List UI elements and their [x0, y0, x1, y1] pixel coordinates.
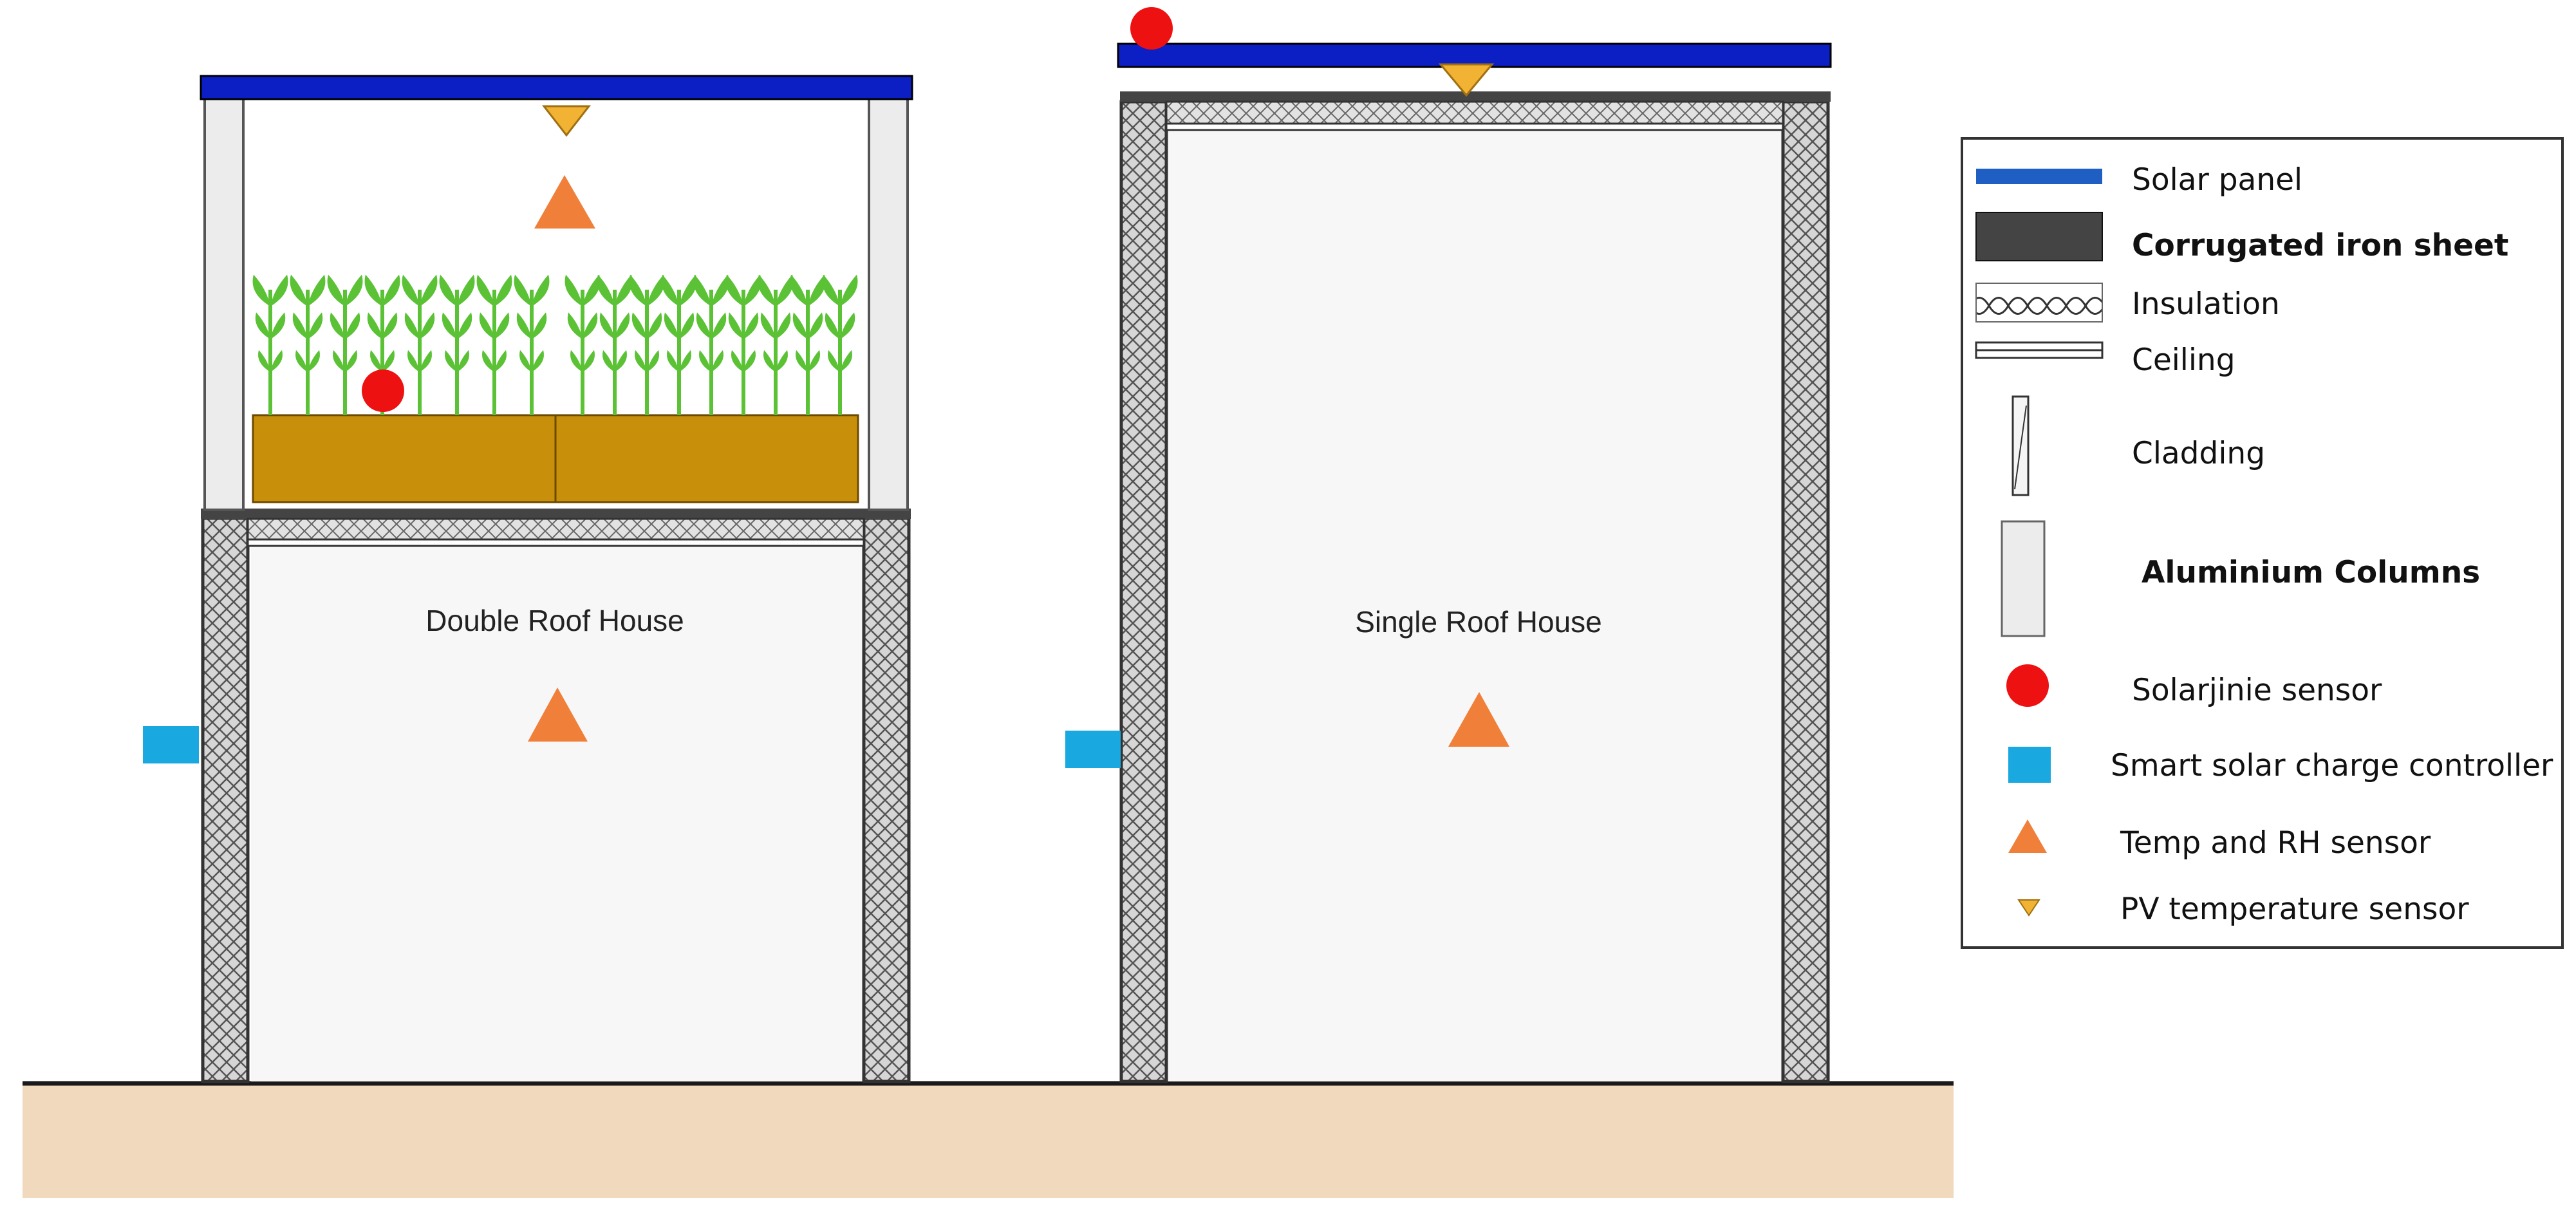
plant [725, 274, 761, 415]
legend-pv-temp-icon [2017, 899, 2040, 917]
plant [252, 274, 288, 415]
double-house-label: Double Roof House [425, 604, 684, 637]
plant [514, 274, 550, 415]
single-pv-temp-sensor [1438, 63, 1495, 97]
legend-label-solar-panel: Solar panel [2132, 162, 2302, 198]
single-room-interior [1168, 132, 1783, 1081]
legend-label-cladding: Cladding [2132, 436, 2265, 471]
double-right-cladding [862, 516, 911, 1083]
planter-left [252, 414, 557, 503]
plant [565, 274, 601, 415]
single-insulation [1165, 100, 1784, 125]
single-temp-rh-sensor [1448, 692, 1509, 747]
single-solar-panel [1117, 42, 1832, 68]
legend-cladding-icon [2011, 395, 2030, 496]
legend-label-insulation: Insulation [2132, 286, 2280, 322]
double-upper-temp-rh-sensor [534, 175, 595, 229]
plant [402, 274, 438, 415]
legend-insulation-icon [1975, 283, 2103, 323]
legend-label-temp-rh: Temp and RH sensor [2120, 825, 2431, 861]
single-solarjinie-sensor [1130, 7, 1173, 50]
plant [693, 274, 729, 415]
double-right-column [868, 95, 909, 511]
plant [290, 274, 326, 415]
legend-iron-sheet-icon [1975, 212, 2103, 261]
plant [327, 274, 363, 415]
plant [629, 274, 665, 415]
double-left-cladding [201, 516, 250, 1083]
legend-controller-icon [2008, 747, 2051, 783]
legend-ceiling-icon [1975, 341, 2104, 359]
double-room-interior [251, 541, 869, 1081]
single-charge-controller [1065, 731, 1121, 768]
plant [364, 274, 400, 415]
double-solarjinie-sensor [362, 369, 404, 412]
legend-label-iron-sheet: Corrugated iron sheet [2132, 228, 2508, 263]
double-left-column [203, 95, 245, 511]
double-ceiling [247, 538, 865, 547]
ground-soil [23, 1085, 1954, 1198]
double-lower-temp-rh-sensor [528, 688, 588, 742]
legend-box [1961, 137, 2564, 949]
double-charge-controller [143, 726, 199, 763]
plant [661, 274, 697, 415]
legend-label-columns: Aluminium Columns [2142, 555, 2480, 590]
plant [439, 274, 475, 415]
plant [476, 274, 512, 415]
legend-label-controller: Smart solar charge controller [2111, 748, 2553, 783]
double-pv-temp-sensor [541, 105, 592, 137]
legend-solar-panel-icon [1976, 169, 2102, 184]
double-solar-panel [200, 75, 913, 100]
single-ceiling [1165, 122, 1784, 131]
single-right-cladding [1781, 100, 1830, 1083]
legend-temp-rh-icon [2008, 819, 2047, 853]
legend-label-solarjinie: Solarjinie sensor [2132, 673, 2382, 708]
double-insulation [247, 518, 865, 541]
legend-label-ceiling: Ceiling [2132, 342, 2235, 378]
legend: Solar panel Corrugated iron sheet Insula… [1961, 137, 2564, 949]
legend-label-pv-temp: PV temperature sensor [2120, 892, 2469, 927]
legend-solarjinie-icon [2006, 664, 2049, 707]
single-roof-house: Single Roof House [1065, 7, 1832, 1083]
plant [790, 274, 826, 415]
single-iron-sheet [1120, 91, 1831, 102]
planter-right [554, 414, 859, 503]
double-roof-house: Double Roof House [143, 75, 913, 1083]
plant [597, 274, 633, 415]
plants [252, 274, 858, 415]
legend-columns-icon [2001, 520, 2046, 637]
double-iron-sheet [201, 509, 911, 519]
single-house-label: Single Roof House [1355, 605, 1602, 639]
plant [822, 274, 858, 415]
single-left-cladding [1119, 100, 1168, 1083]
plant [758, 274, 794, 415]
